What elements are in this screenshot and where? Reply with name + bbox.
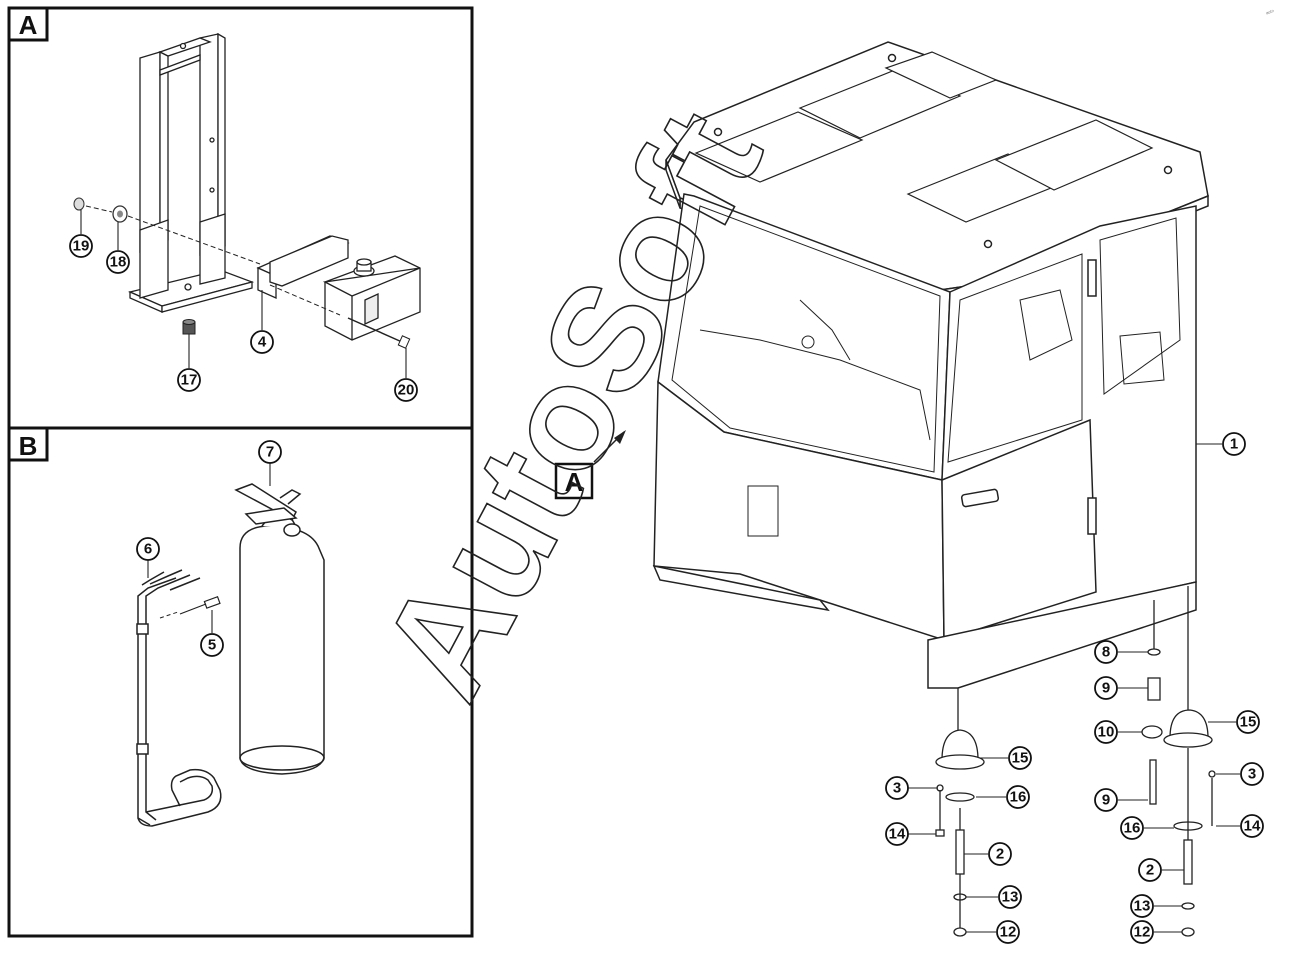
callout-9-top: 9 bbox=[1094, 676, 1118, 700]
panel-b: B bbox=[7, 426, 474, 938]
svg-text:13: 13 bbox=[1134, 898, 1151, 915]
callout-8: 8 bbox=[1094, 640, 1118, 664]
view-marker-letter: A bbox=[565, 467, 584, 497]
svg-text:16: 16 bbox=[1124, 820, 1141, 837]
svg-text:18: 18 bbox=[110, 254, 127, 271]
callout-14-left: 14 bbox=[885, 822, 909, 846]
nut-19 bbox=[73, 197, 85, 211]
panel-a-letter: A bbox=[19, 10, 38, 40]
svg-text:13: 13 bbox=[1002, 889, 1019, 906]
svg-text:19: 19 bbox=[73, 238, 90, 255]
panel-a: A bbox=[7, 6, 474, 430]
foot-17 bbox=[182, 319, 196, 335]
svg-text:15: 15 bbox=[1240, 714, 1257, 731]
panel-a-badge bbox=[7, 6, 49, 42]
svg-text:1: 1 bbox=[1230, 436, 1238, 453]
svg-text:17: 17 bbox=[181, 372, 198, 389]
callout-20: 20 bbox=[394, 378, 418, 402]
callout-15-left: 15 bbox=[1008, 746, 1032, 770]
callout-5: 5 bbox=[200, 633, 224, 657]
svg-text:12: 12 bbox=[1000, 924, 1017, 941]
callout-14-right: 14 bbox=[1240, 814, 1264, 838]
callout-16-right: 16 bbox=[1120, 816, 1144, 840]
callout-2-right: 2 bbox=[1138, 858, 1162, 882]
svg-text:3: 3 bbox=[1248, 766, 1256, 783]
callout-9-bottom: 9 bbox=[1094, 788, 1118, 812]
callout-2-left: 2 bbox=[988, 842, 1012, 866]
mount-stack-right bbox=[1141, 586, 1216, 937]
callout-17: 17 bbox=[177, 368, 201, 392]
svg-text:2: 2 bbox=[996, 846, 1004, 863]
callout-12-left: 12 bbox=[996, 920, 1020, 944]
callouts: 19 18 4 17 20 7 6 5 1 15 3 16 14 2 13 12… bbox=[69, 234, 1264, 944]
svg-text:3: 3 bbox=[893, 780, 901, 797]
svg-text:4: 4 bbox=[258, 334, 267, 351]
svg-text:9: 9 bbox=[1102, 792, 1110, 809]
callout-4: 4 bbox=[250, 330, 274, 354]
callout-16-left: 16 bbox=[1006, 785, 1030, 809]
callout-3-right: 3 bbox=[1240, 762, 1264, 786]
svg-text:9: 9 bbox=[1102, 680, 1110, 697]
svg-text:14: 14 bbox=[889, 826, 906, 843]
operator-cab bbox=[652, 41, 1209, 689]
svg-text:16: 16 bbox=[1010, 789, 1027, 806]
screw-5 bbox=[179, 596, 221, 615]
svg-text:7: 7 bbox=[266, 444, 274, 461]
svg-text:2: 2 bbox=[1146, 862, 1154, 879]
callout-18: 18 bbox=[106, 250, 130, 274]
svg-text:8: 8 bbox=[1102, 644, 1110, 661]
panel-b-badge bbox=[7, 426, 49, 462]
reservoir-tank bbox=[322, 255, 421, 341]
callout-19: 19 bbox=[69, 234, 93, 258]
svg-text:10: 10 bbox=[1098, 724, 1115, 741]
callout-13-left: 13 bbox=[998, 885, 1022, 909]
bracket-stand bbox=[127, 32, 255, 313]
mount-stack-left bbox=[935, 688, 985, 937]
callout-10: 10 bbox=[1094, 720, 1118, 744]
svg-text:12: 12 bbox=[1134, 924, 1151, 941]
svg-text:5: 5 bbox=[208, 637, 216, 654]
svg-text:6: 6 bbox=[144, 541, 152, 558]
corner-mark: ᵃᵘᵗᵒ bbox=[1265, 8, 1276, 18]
svg-text:20: 20 bbox=[398, 382, 415, 399]
svg-text:15: 15 bbox=[1012, 750, 1029, 767]
fire-extinguisher bbox=[234, 483, 325, 775]
extinguisher-holder bbox=[136, 569, 222, 827]
panel-b-letter: B bbox=[19, 431, 38, 461]
callout-13-right: 13 bbox=[1130, 894, 1154, 918]
view-marker-a: A bbox=[554, 430, 626, 500]
leader-lines bbox=[908, 443, 1240, 933]
callout-1: 1 bbox=[1222, 432, 1246, 456]
bolt-20 bbox=[347, 317, 411, 349]
callout-15-right: 15 bbox=[1236, 710, 1260, 734]
callout-3-left: 3 bbox=[885, 776, 909, 800]
callout-6: 6 bbox=[136, 537, 160, 561]
callout-7: 7 bbox=[258, 440, 282, 464]
callout-12-right: 12 bbox=[1130, 920, 1154, 944]
svg-text:14: 14 bbox=[1244, 818, 1261, 835]
